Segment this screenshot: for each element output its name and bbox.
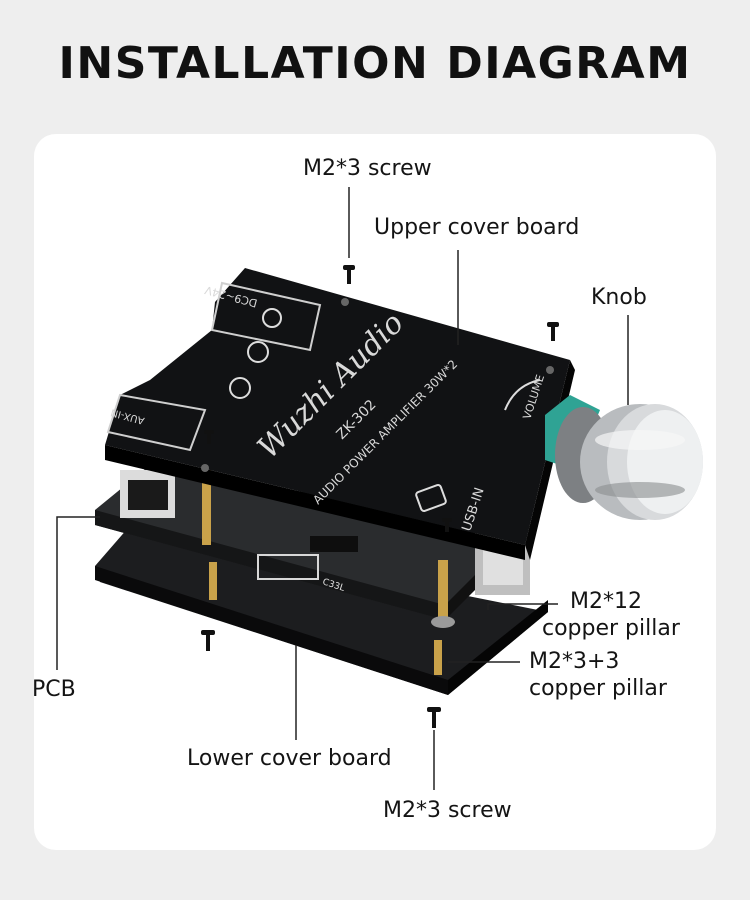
m2-3-3-copper-pillar [209,562,442,675]
label-m2-12-sub: copper pillar [542,616,680,641]
label-m2-3-3: M2*3+3 [529,649,620,674]
page-title: INSTALLATION DIAGRAM [58,38,692,89]
label-m2-12: M2*12 [570,589,642,614]
leader-lines [56,187,629,790]
m2-12-copper-pillar [202,470,455,628]
label-upper-cover-board: Upper cover board [374,215,580,240]
upper-cover-board: Wuzhi Audio ZK-302 AUDIO POWER AMPLIFIER… [105,268,575,560]
label-m2-3-screw-bottom: M2*3 screw [383,798,512,823]
screw-icon [201,265,559,728]
label-lower-cover-board: Lower cover board [187,746,392,771]
knob [545,395,703,520]
label-knob: Knob [591,285,647,310]
label-pcb: PCB [32,677,76,702]
label-m2-3-screw-top: M2*3 screw [303,156,432,181]
label-m2-3-3-sub: copper pillar [529,676,667,701]
